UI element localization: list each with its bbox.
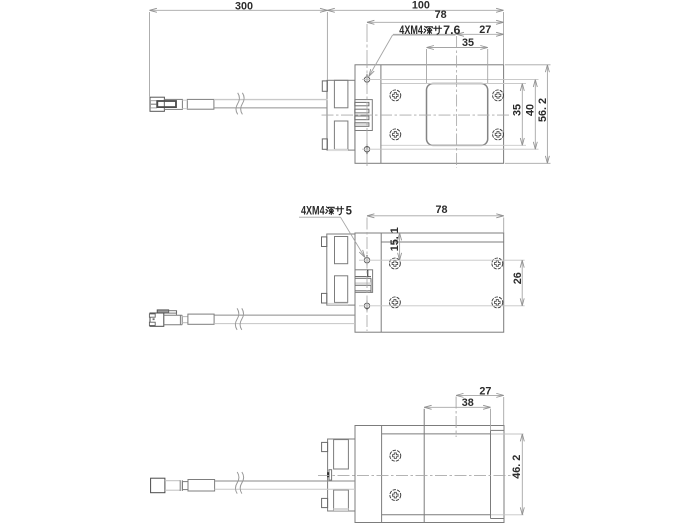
svg-text:78: 78 xyxy=(435,9,447,21)
svg-text:35: 35 xyxy=(512,104,524,116)
svg-text:78: 78 xyxy=(435,204,447,216)
svg-text:56. 2: 56. 2 xyxy=(537,98,549,122)
svg-text:40: 40 xyxy=(525,104,537,116)
svg-text:4XM4: 4XM4 xyxy=(399,23,423,37)
svg-text:5: 5 xyxy=(346,203,353,217)
svg-text:300: 300 xyxy=(235,0,253,12)
svg-text:38: 38 xyxy=(462,397,474,409)
svg-text:46. 2: 46. 2 xyxy=(511,455,523,479)
svg-text:100: 100 xyxy=(412,0,430,12)
svg-text:27: 27 xyxy=(479,24,491,36)
svg-text:26: 26 xyxy=(512,272,524,284)
svg-text:7.6: 7.6 xyxy=(443,23,461,37)
svg-text:4XM4: 4XM4 xyxy=(301,203,325,217)
svg-text:27: 27 xyxy=(479,386,491,398)
svg-text:15. 1: 15. 1 xyxy=(389,227,401,251)
svg-text:35: 35 xyxy=(462,37,474,49)
